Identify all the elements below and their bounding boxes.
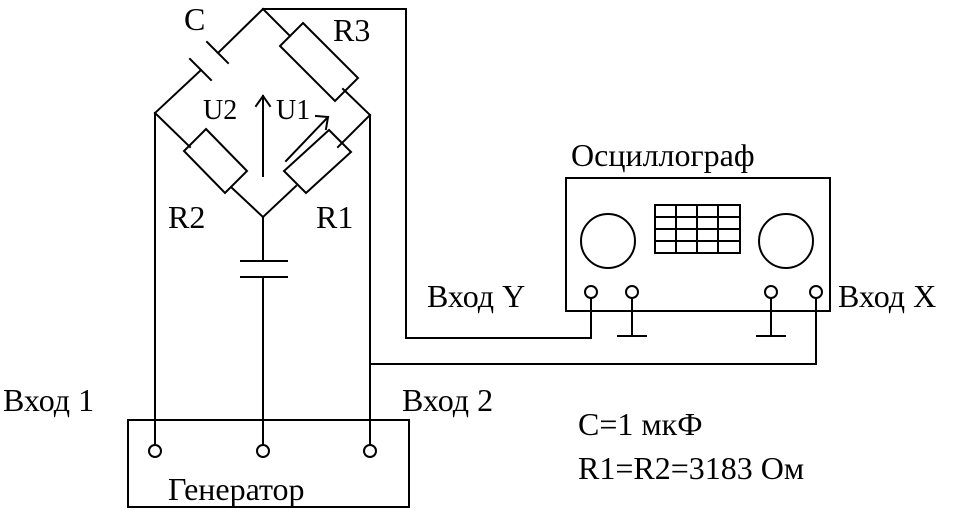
generator-box [127, 419, 410, 508]
generator-title: Генератор [168, 471, 305, 507]
capacitance-value: C=1 мкФ [578, 406, 703, 442]
capacitor-c-arm [153, 7, 265, 115]
oscilloscope-knob-left [580, 213, 636, 269]
r3-label: R3 [333, 12, 371, 48]
u2-arrow [254, 94, 272, 177]
center-capacitor [240, 216, 288, 445]
input-y-label: Вход Y [427, 278, 526, 314]
resistor-r1-arm [261, 113, 372, 219]
osc-terminal-y [584, 285, 598, 299]
ground-symbol-right [756, 297, 786, 337]
osc-terminal-y-ground [625, 285, 639, 299]
capacitor-c-label: C [184, 1, 206, 37]
generator-input-1-label: Вход 1 [3, 382, 95, 418]
r1-label: R1 [316, 199, 354, 235]
oscilloscope-title: Осциллограф [571, 137, 755, 173]
generator-input-2-label: Вход 2 [402, 382, 494, 418]
resistor-r3-arm [261, 7, 372, 117]
osc-terminal-x [809, 285, 823, 299]
u1-label: U1 [276, 95, 311, 126]
generator-terminal-center [256, 444, 270, 458]
u1-arrow [284, 114, 330, 163]
input-x-label: Вход X [838, 278, 937, 314]
generator-terminal-1 [148, 444, 162, 458]
r2-label: R2 [168, 199, 206, 235]
generator-terminal-2 [363, 444, 377, 458]
resistor-r2-arm [153, 111, 265, 219]
oscilloscope-box [565, 177, 831, 312]
wire-to-input-y [262, 8, 592, 339]
resistance-value: R1=R2=3183 Ом [578, 450, 805, 486]
osc-terminal-x-ground [764, 285, 778, 299]
wire-to-input-x [369, 296, 817, 365]
u2-label: U2 [203, 95, 238, 126]
oscilloscope-screen [654, 204, 741, 254]
oscilloscope-knob-right [758, 213, 814, 269]
ground-symbol-left [617, 297, 647, 337]
